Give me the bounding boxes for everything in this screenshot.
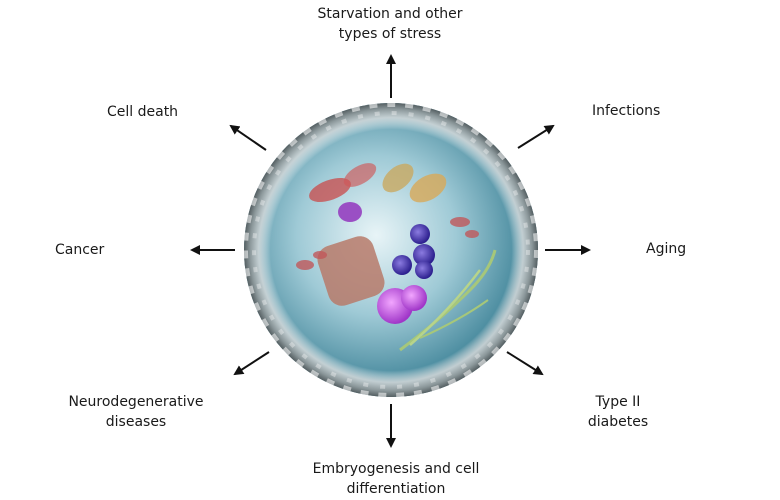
label-diabetes-line1: Type II — [595, 394, 641, 410]
arrows — [190, 54, 591, 448]
arrow-bottom-right — [506, 351, 544, 376]
label-diabetes-line2: diabetes — [587, 414, 649, 430]
label-embryogenesis-line2: differentiation — [346, 481, 446, 497]
label-stress: Starvation and other types of stress — [318, 4, 463, 44]
cell-illustration — [242, 101, 540, 399]
label-stress-line2: types of stress — [338, 26, 442, 42]
label-neurodegenerative: Neurodegenerative diseases — [68, 392, 203, 432]
label-embryogenesis: Embryogenesis and cell differentiation — [313, 459, 480, 499]
cell-membrane — [244, 103, 538, 397]
label-neurodegenerative-line2: diseases — [105, 414, 167, 430]
arrow-top-left — [229, 124, 267, 151]
label-cancer: Cancer — [55, 242, 105, 258]
membrane-texture — [242, 101, 540, 399]
label-neurodegenerative-line1: Neurodegenerative — [68, 394, 204, 410]
label-aging: Aging — [646, 241, 687, 257]
label-stress-line1: Starvation and other — [317, 6, 463, 22]
label-embryogenesis-line1: Embryogenesis and cell — [312, 461, 480, 477]
membrane-texture-inner — [252, 111, 530, 389]
label-diabetes: Type II diabetes — [588, 392, 648, 432]
label-infections: Infections — [592, 103, 661, 119]
label-cell-death: Cell death — [107, 104, 179, 120]
arrow-bottom-left — [233, 351, 270, 376]
arrow-top-right — [517, 124, 555, 149]
